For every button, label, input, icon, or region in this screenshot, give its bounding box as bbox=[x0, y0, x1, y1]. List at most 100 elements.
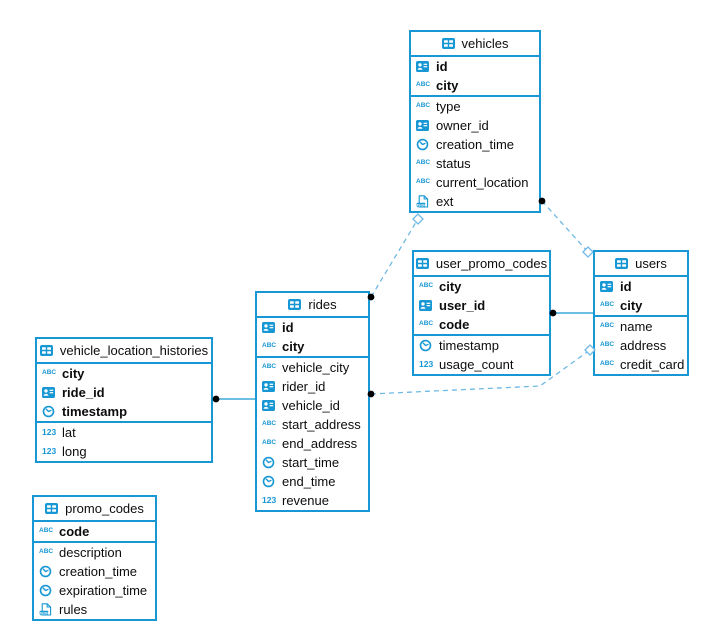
relation-line[interactable] bbox=[370, 349, 591, 395]
column-users-id[interactable]: id bbox=[595, 277, 687, 296]
table-header-rides[interactable]: rides bbox=[257, 293, 368, 318]
table-icon bbox=[441, 37, 457, 50]
clock-icon bbox=[39, 565, 54, 578]
id-badge-icon bbox=[416, 60, 431, 73]
relation-rides-vehicles[interactable] bbox=[367, 213, 424, 301]
abc-icon: ABC bbox=[262, 361, 277, 374]
table-header-user_promo_codes[interactable]: user_promo_codes bbox=[414, 252, 549, 277]
id-badge-icon bbox=[262, 380, 277, 393]
column-vehicles-current_location[interactable]: ABC current_location bbox=[411, 173, 539, 192]
column-name: code bbox=[59, 524, 90, 539]
abc-glyph: ABC bbox=[600, 341, 615, 349]
dot-marker bbox=[367, 293, 375, 301]
relation-line[interactable] bbox=[370, 218, 419, 298]
abc-icon: ABC bbox=[42, 367, 57, 380]
id-badge-icon bbox=[600, 280, 615, 293]
number-icon: 123 bbox=[42, 445, 57, 458]
column-name: city bbox=[62, 366, 85, 381]
number-glyph: 123 bbox=[262, 495, 277, 506]
table-title: user_promo_codes bbox=[435, 256, 548, 271]
column-name: lat bbox=[62, 425, 76, 440]
column-name: vehicle_id bbox=[282, 398, 340, 413]
column-promo_codes-creation_time[interactable]: creation_time bbox=[34, 562, 155, 581]
dot-marker bbox=[212, 395, 220, 403]
table-header-vehicle_location_histories[interactable]: vehicle_location_histories bbox=[37, 339, 211, 364]
diamond-marker bbox=[412, 213, 424, 225]
id-badge-icon bbox=[262, 321, 277, 334]
relation-user_promo_codes-users[interactable] bbox=[549, 309, 594, 317]
column-rides-rider_id[interactable]: rider_id bbox=[257, 377, 368, 396]
column-name: current_location bbox=[436, 175, 529, 190]
number-glyph: 123 bbox=[42, 446, 57, 457]
column-vehicles-owner_id[interactable]: owner_id bbox=[411, 116, 539, 135]
abc-icon: ABC bbox=[600, 299, 615, 312]
column-name: revenue bbox=[282, 493, 329, 508]
relation-vehicles-users[interactable] bbox=[538, 197, 594, 258]
clock-icon bbox=[419, 339, 434, 352]
abc-glyph: ABC bbox=[416, 178, 431, 186]
column-rides-revenue[interactable]: 123 revenue bbox=[257, 491, 368, 510]
dot-marker bbox=[367, 390, 375, 398]
column-rides-vehicle_id[interactable]: vehicle_id bbox=[257, 396, 368, 415]
clock-icon bbox=[262, 475, 277, 488]
abc-icon: ABC bbox=[600, 358, 615, 371]
table-title: promo_codes bbox=[65, 501, 144, 516]
relation-line[interactable] bbox=[541, 200, 589, 253]
dot-marker bbox=[549, 309, 557, 317]
column-rides-id[interactable]: id bbox=[257, 318, 368, 337]
column-vehicles-id[interactable]: id bbox=[411, 57, 539, 76]
column-vehicle_location_histories-ride_id[interactable]: ride_id bbox=[37, 383, 211, 402]
column-rides-start_time[interactable]: start_time bbox=[257, 453, 368, 472]
abc-glyph: ABC bbox=[42, 369, 57, 377]
relation-vehicle_location_histories-rides[interactable] bbox=[212, 395, 256, 403]
column-name: city bbox=[436, 78, 459, 93]
column-name: name bbox=[620, 319, 653, 334]
column-user_promo_codes-timestamp[interactable]: timestamp bbox=[414, 336, 549, 355]
table-header-promo_codes[interactable]: promo_codes bbox=[34, 497, 155, 522]
abc-icon: ABC bbox=[416, 157, 431, 170]
column-vehicles-creation_time[interactable]: creation_time bbox=[411, 135, 539, 154]
table-header-users[interactable]: users bbox=[595, 252, 687, 277]
column-vehicle_location_histories-city[interactable]: ABC city bbox=[37, 364, 211, 383]
abc-icon: ABC bbox=[600, 339, 615, 352]
relation-rides-users[interactable] bbox=[367, 344, 596, 398]
column-promo_codes-expiration_time[interactable]: expiration_time bbox=[34, 581, 155, 600]
abc-glyph: ABC bbox=[419, 282, 434, 290]
table-header-vehicles[interactable]: vehicles bbox=[411, 32, 539, 57]
table-title: vehicle_location_histories bbox=[59, 343, 209, 358]
column-name: id bbox=[620, 279, 632, 294]
column-user_promo_codes-user_id[interactable]: user_id bbox=[414, 296, 549, 315]
column-rides-end_time[interactable]: end_time bbox=[257, 472, 368, 491]
column-vehicle_location_histories-timestamp[interactable]: timestamp bbox=[37, 402, 211, 421]
